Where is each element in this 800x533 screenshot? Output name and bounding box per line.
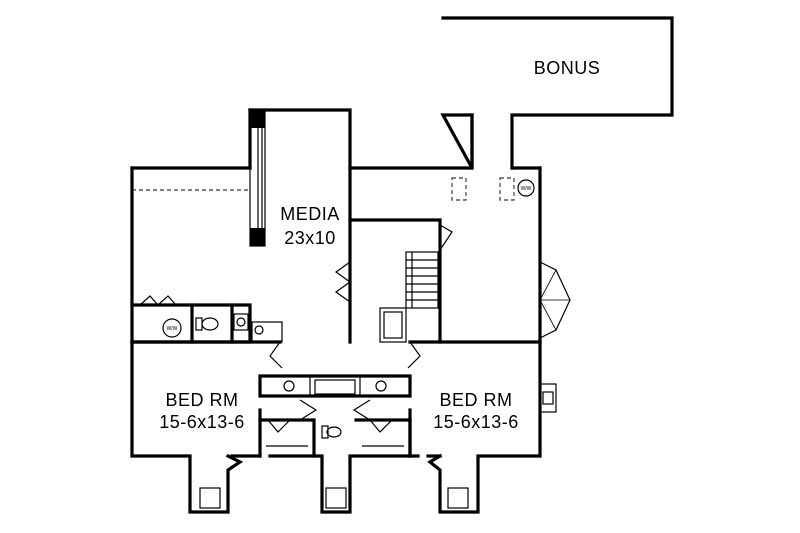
washer-label: W/W [167, 326, 178, 332]
fireplace-bottom [250, 228, 265, 246]
media-room-label: MEDIA [280, 204, 340, 224]
media-room-size: 23x10 [284, 228, 336, 248]
bedroom-right-label: BED RM [439, 390, 512, 410]
water-heater-label: W/W [521, 186, 532, 192]
bedroom-corridor [130, 340, 542, 421]
media-room [132, 108, 352, 344]
bedroom-right-size: 15-6x13-6 [433, 412, 519, 432]
bonus-room-label: BONUS [534, 58, 601, 78]
fireplace-top [250, 110, 265, 128]
bedroom-left-label: BED RM [165, 390, 238, 410]
stair-hall: W/W [348, 177, 571, 344]
bedroom-left-size: 15-6x13-6 [159, 412, 245, 432]
bonus-room [440, 16, 674, 170]
bedroom-closets [258, 383, 557, 458]
laundry-bath-strip: W/W [130, 295, 283, 344]
exterior-walls [130, 166, 542, 514]
front-porches [199, 487, 469, 509]
